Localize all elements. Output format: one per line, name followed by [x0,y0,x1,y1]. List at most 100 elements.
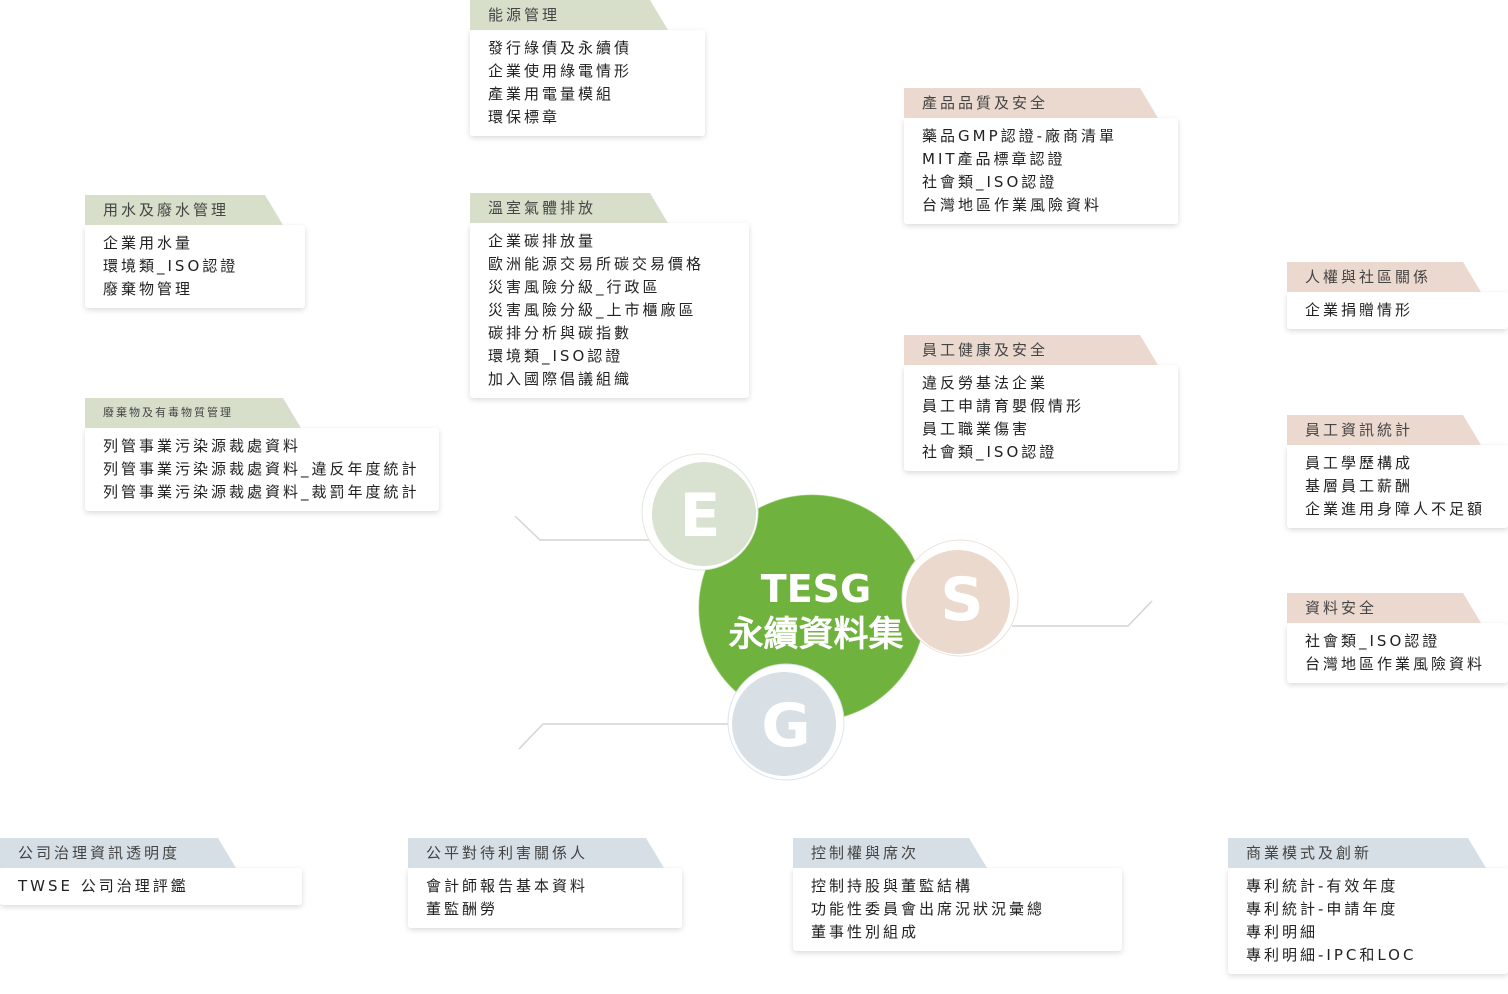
category-title: 用水及廢水管理 [103,201,230,219]
dataset-link[interactable]: 列管事業污染源裁處資料_違反年度統計 [103,460,420,478]
category-tab-background [1287,415,1481,445]
dataset-link[interactable]: 列管事業污染源裁處資料_裁罰年度統計 [103,483,420,501]
center-title: TESG [761,567,871,611]
category-tab[interactable]: 廢棄物及有毒物質管理 [85,398,319,428]
s-connector-line [1012,600,1153,627]
category-tab[interactable]: 能源管理 [470,0,686,30]
category-dataset-list: 藥品GMP認證-廠商清單 MIT產品標章認證社會類_ISO認證台灣地區作業風險資料 [904,118,1178,224]
dataset-link[interactable]: 專利明細 [1246,923,1319,941]
category-tab-background [85,398,301,428]
category-card-energy: 能源管理發行綠債及永續債企業使用綠電情形產業用電量模組環保標章 [470,0,705,136]
dataset-link[interactable]: 專利明細-IPC和LOC [1246,946,1417,964]
category-title: 能源管理 [488,6,561,24]
dataset-link[interactable]: 專利統計-申請年度 [1246,900,1399,918]
g-connector-line [518,723,732,750]
category-tab-background [904,88,1158,118]
category-tab-background [1287,262,1481,292]
category-dataset-list: 企業用水量環境類_ISO認證廢棄物管理 [85,225,305,308]
dataset-link[interactable]: 環境類_ISO認證 [488,347,624,365]
category-dataset-list: 違反勞基法企業員工申請育嬰假情形員工職業傷害社會類_ISO認證 [904,365,1178,471]
category-tab-background [1228,838,1486,868]
pillar-e-label: E [680,481,721,551]
category-title: 控制權與席次 [811,844,920,862]
category-title: 人權與社區關係 [1305,268,1432,286]
dataset-link[interactable]: 列管事業污染源裁處資料 [103,437,302,455]
category-title: 產品品質及安全 [922,94,1049,112]
dataset-link[interactable]: 環境類_ISO認證 [103,257,239,275]
category-dataset-list: 會計師報告基本資料董監酬勞 [408,868,682,928]
dataset-link[interactable]: 碳排分析與碳指數 [488,324,633,342]
category-tab[interactable]: 員工健康及安全 [904,335,1176,365]
dataset-link[interactable]: 社會類_ISO認證 [922,173,1058,191]
pillar-g-label: G [761,691,810,761]
category-dataset-list: 企業捐贈情形 [1287,292,1508,329]
dataset-link[interactable]: 會計師報告基本資料 [426,877,589,895]
dataset-link[interactable]: 違反勞基法企業 [922,374,1049,392]
category-title: 員工資訊統計 [1305,421,1414,439]
dataset-link[interactable]: 環保標章 [488,108,561,126]
category-card-product: 產品品質及安全藥品GMP認證-廠商清單 MIT產品標章認證社會類_ISO認證台灣地… [904,88,1178,224]
category-dataset-list: 控制持股與董監結構功能性委員會出席況狀況彙總董事性別組成 [793,868,1122,951]
category-card-human-rights: 人權與社區關係企業捐贈情形 [1287,262,1508,329]
dataset-link[interactable]: 加入國際倡議組織 [488,370,633,388]
pillar-s-node[interactable]: S [901,539,1019,657]
dataset-link[interactable]: 產業用電量模組 [488,85,615,103]
category-tab[interactable]: 溫室氣體排放 [470,193,686,223]
dataset-link[interactable]: 歐洲能源交易所碳交易價格 [488,255,705,273]
category-card-data-security: 資料安全社會類_ISO認證台灣地區作業風險資料 [1287,593,1508,683]
dataset-link[interactable]: 藥品GMP認證-廠商清單 [922,127,1118,145]
dataset-link[interactable]: 社會類_ISO認證 [922,443,1058,461]
category-tab[interactable]: 公平對待利害關係人 [408,838,682,868]
category-tab[interactable]: 用水及廢水管理 [85,195,301,225]
dataset-link[interactable]: 員工職業傷害 [922,420,1031,438]
center-circle[interactable] [699,495,925,721]
dataset-link[interactable]: 專利統計-有效年度 [1246,877,1399,895]
dataset-link[interactable]: 企業用水量 [103,234,194,252]
category-card-waste: 廢棄物及有毒物質管理列管事業污染源裁處資料列管事業污染源裁處資料_違反年度統計列… [85,398,439,511]
dataset-link[interactable]: 災害風險分級_上市櫃廠區 [488,301,697,319]
category-card-water: 用水及廢水管理企業用水量環境類_ISO認證廢棄物管理 [85,195,305,308]
category-card-stakeholders: 公平對待利害關係人會計師報告基本資料董監酬勞 [408,838,682,928]
dataset-link[interactable]: 董事性別組成 [811,923,920,941]
dataset-link[interactable]: 控制持股與董監結構 [811,877,974,895]
dataset-link[interactable]: 基層員工薪酬 [1305,477,1414,495]
dataset-link[interactable]: 員工學歷構成 [1305,454,1414,472]
dataset-link[interactable]: 廢棄物管理 [103,280,194,298]
pillar-g-node[interactable]: G [727,663,845,781]
category-dataset-list: 企業碳排放量歐洲能源交易所碳交易價格災害風險分級_行政區災害風險分級_上市櫃廠區… [470,223,749,398]
category-card-business: 商業模式及創新專利統計-有效年度專利統計-申請年度專利明細專利明細-IPC和LO… [1228,838,1508,974]
category-title: 公司治理資訊透明度 [18,844,181,862]
category-title: 員工健康及安全 [922,341,1049,359]
dataset-link[interactable]: TWSE 公司治理評鑑 [18,877,189,895]
dataset-link[interactable]: 企業碳排放量 [488,232,597,250]
category-dataset-list: 列管事業污染源裁處資料列管事業污染源裁處資料_違反年度統計列管事業污染源裁處資料… [85,428,439,511]
dataset-link[interactable]: 災害風險分級_行政區 [488,278,661,296]
dataset-link[interactable]: 企業捐贈情形 [1305,301,1414,319]
category-tab[interactable]: 人權與社區關係 [1287,262,1499,292]
category-tab-background [904,335,1158,365]
dataset-link[interactable]: 台灣地區作業風險資料 [1305,655,1486,673]
category-tab[interactable]: 控制權與席次 [793,838,1005,868]
dataset-link[interactable]: MIT產品標章認證 [922,150,1066,168]
dataset-link[interactable]: 發行綠債及永續債 [488,39,633,57]
dataset-link[interactable]: 企業進用身障人不足額 [1305,500,1486,518]
dataset-link[interactable]: 社會類_ISO認證 [1305,632,1441,650]
category-tab[interactable]: 員工資訊統計 [1287,415,1499,445]
pillar-e-node[interactable]: E [641,453,759,571]
dataset-link[interactable]: 功能性委員會出席況狀況彙總 [811,900,1046,918]
category-dataset-list: TWSE 公司治理評鑑 [0,868,302,905]
category-title: 資料安全 [1305,599,1378,617]
category-card-gov-transparency: 公司治理資訊透明度 TWSE 公司治理評鑑 [0,838,302,905]
dataset-link[interactable]: 員工申請育嬰假情形 [922,397,1085,415]
category-tab[interactable]: 產品品質及安全 [904,88,1176,118]
dataset-link[interactable]: 董監酬勞 [426,900,499,918]
dataset-link[interactable]: 台灣地區作業風險資料 [922,196,1103,214]
category-card-employee-stats: 員工資訊統計員工學歷構成基層員工薪酬企業進用身障人不足額 [1287,415,1508,528]
category-tab[interactable]: 資料安全 [1287,593,1499,623]
category-title: 商業模式及創新 [1246,844,1373,862]
dataset-link[interactable]: 企業使用綠電情形 [488,62,633,80]
category-tab[interactable]: 商業模式及創新 [1228,838,1504,868]
category-tab[interactable]: 公司治理資訊透明度 [0,838,254,868]
